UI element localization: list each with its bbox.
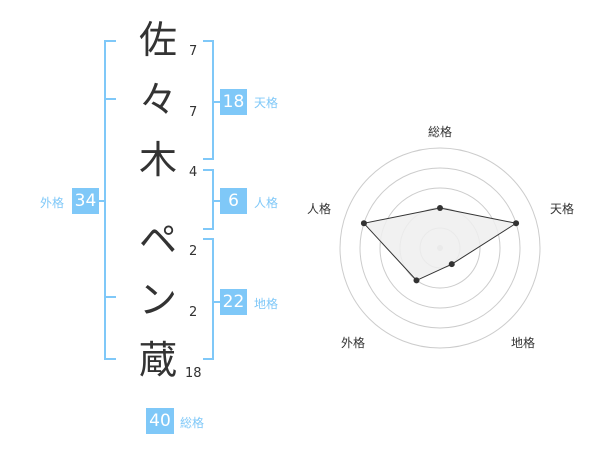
radar-axis-label: 人格	[307, 202, 332, 216]
name-char: 蔵	[138, 338, 177, 382]
jinkaku-bracket	[203, 169, 214, 230]
chikaku-bracket	[203, 238, 214, 360]
radar-point	[437, 205, 443, 211]
tenkaku-label: 天格	[254, 96, 279, 110]
tenkaku-badge: 18	[220, 89, 247, 115]
radar-ring	[359, 167, 521, 329]
stroke-count: 4	[189, 165, 198, 180]
radar-point	[513, 220, 520, 227]
radar-point	[448, 261, 455, 268]
name-char: 々	[138, 78, 177, 122]
name-char: 佐	[138, 18, 177, 62]
radar-axis-label: 天格	[550, 202, 575, 216]
stroke-count: 2	[189, 244, 198, 259]
radar-ring	[379, 187, 501, 309]
chikaku-label: 地格	[254, 297, 279, 311]
name-char: ペ	[138, 218, 177, 262]
name-char: 木	[138, 138, 177, 182]
jinkaku-badge: 6	[220, 188, 247, 214]
radar-axis-label: 総格	[428, 125, 453, 139]
gaikaku-badge: 34	[72, 188, 99, 214]
stroke-count: 7	[189, 105, 198, 120]
name-char: ン	[138, 278, 177, 322]
gaikaku-label: 外格	[40, 196, 65, 210]
soukaku-label: 総格	[180, 416, 205, 430]
stroke-count: 18	[185, 366, 202, 381]
tenkaku-bracket	[203, 40, 214, 160]
radar-points	[360, 205, 520, 284]
chikaku-badge: 22	[220, 289, 247, 315]
radar-point	[360, 220, 367, 227]
stroke-count: 7	[189, 44, 198, 59]
jinkaku-label: 人格	[254, 196, 279, 210]
radar-axis-label: 地格	[511, 336, 536, 350]
radar-ring	[339, 147, 541, 349]
radar-area	[362, 207, 518, 282]
radar-axis-label: 外格	[341, 336, 366, 350]
radar-point	[413, 277, 420, 284]
stroke-count: 2	[189, 305, 198, 320]
soukaku-badge: 40	[146, 408, 174, 434]
